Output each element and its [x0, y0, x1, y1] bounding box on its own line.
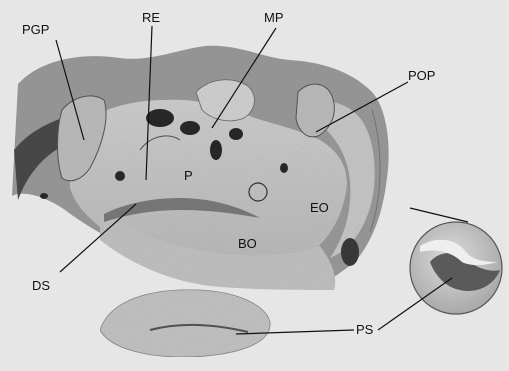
cavity-spot-6: [115, 171, 125, 181]
label-eo: EO: [310, 200, 329, 215]
cavity-spot-3: [210, 140, 222, 160]
inset-leader: [410, 208, 468, 222]
label-pgp: PGP: [22, 22, 49, 37]
label-ds: DS: [32, 278, 50, 293]
cavity-spot-7: [40, 193, 48, 199]
label-ps: PS: [356, 322, 374, 337]
label-mp: MP: [264, 10, 284, 25]
label-re: RE: [142, 10, 160, 25]
cavity-spot-2: [180, 121, 200, 135]
cavity-spot-4: [229, 128, 243, 140]
lower-specimen: [100, 290, 270, 357]
label-pop: POP: [408, 68, 435, 83]
lower-specimen-shape: [100, 290, 270, 357]
inset-detail: [410, 222, 502, 314]
label-bo: BO: [238, 236, 257, 251]
cavity-spot-8: [341, 238, 359, 266]
label-p: P: [184, 168, 193, 183]
cavity-spot-1: [146, 109, 174, 127]
cavity-spot-5: [280, 163, 288, 173]
